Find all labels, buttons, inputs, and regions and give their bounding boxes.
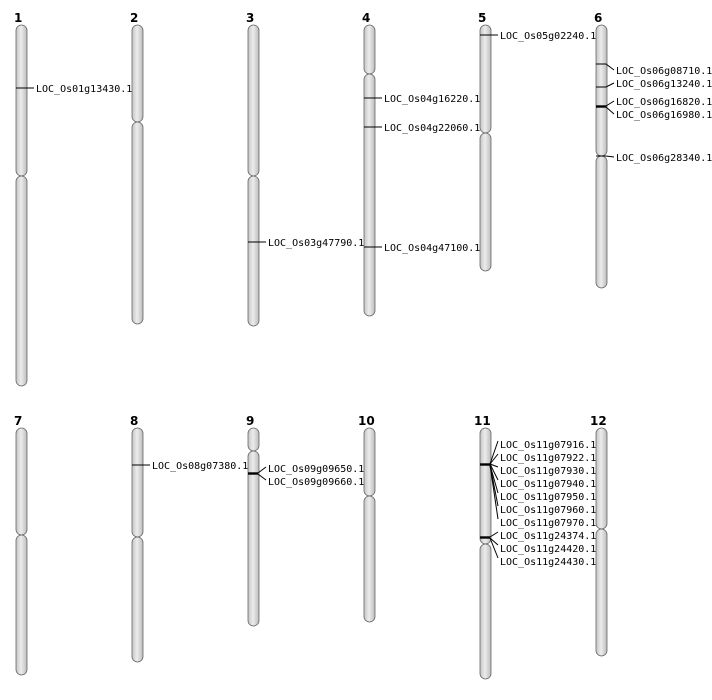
chromosome-arm-short bbox=[595, 427, 608, 530]
gene-label: LOC_Os11g07922.1 bbox=[500, 453, 596, 464]
gene-marker bbox=[257, 473, 267, 481]
chromosome-11: 11 LOC_Os11g07916.1 LOC_Os11g07922.1 LOC… bbox=[474, 414, 596, 680]
gene-label: LOC_Os04g16220.1 bbox=[384, 94, 480, 105]
gene-label: LOC_Os09g09650.1 bbox=[268, 464, 364, 475]
chromosome-8: 8 LOC_Os08g07380.1 bbox=[130, 414, 248, 663]
chromosome-label: 2 bbox=[130, 11, 138, 25]
gene-marker bbox=[489, 463, 499, 481]
chromosome-3: 3 LOC_Os03g47790.1 bbox=[246, 11, 364, 327]
gene-marker bbox=[489, 463, 499, 468]
gene-label: LOC_Os06g28340.1 bbox=[616, 153, 712, 164]
gene-label: LOC_Os08g07380.1 bbox=[152, 461, 248, 472]
chromosome-arm-long bbox=[479, 543, 492, 680]
gene-marker bbox=[489, 453, 499, 465]
chromosome-arm-short bbox=[363, 427, 376, 497]
gene-marker bbox=[596, 82, 615, 88]
chromosome-arm-long bbox=[363, 73, 376, 317]
chromosome-9: 9 LOC_Os09g09650.1 LOC_Os09g09660.1 bbox=[246, 414, 364, 627]
chromosome-arm-short bbox=[247, 427, 260, 452]
gene-label: LOC_Os06g16980.1 bbox=[616, 110, 712, 121]
gene-marker bbox=[489, 537, 499, 546]
gene-marker bbox=[596, 155, 615, 158]
gene-label: LOC_Os11g24430.1 bbox=[500, 557, 596, 568]
gene-label: LOC_Os03g47790.1 bbox=[268, 238, 364, 249]
gene-label: LOC_Os11g24420.1 bbox=[500, 544, 596, 555]
chromosome-label: 11 bbox=[474, 414, 491, 428]
chromosome-label: 10 bbox=[358, 414, 375, 428]
chromosome-label: 4 bbox=[362, 11, 370, 25]
chromosome-label: 6 bbox=[594, 11, 602, 25]
gene-label: LOC_Os06g16820.1 bbox=[616, 97, 712, 108]
chromosome-4: 4 LOC_Os04g16220.1 LOC_Os04g22060.1 LOC_… bbox=[362, 11, 480, 317]
chromosome-arm-short bbox=[131, 427, 144, 538]
gene-marker-group bbox=[257, 466, 267, 481]
gene-marker bbox=[489, 537, 499, 559]
chromosome-arm-short bbox=[247, 24, 260, 177]
chromosome-arm-short bbox=[479, 24, 492, 134]
gene-label: LOC_Os01g13430.1 bbox=[36, 84, 132, 95]
chromosome-arm-long bbox=[247, 450, 260, 627]
gene-marker bbox=[489, 440, 499, 465]
chromosome-arm-long bbox=[131, 536, 144, 663]
chromosome-arm-short bbox=[479, 427, 492, 545]
gene-label: LOC_Os11g07970.1 bbox=[500, 518, 596, 529]
chromosome-5: 5 LOC_Os05g02240.1 bbox=[478, 11, 596, 272]
chromosome-2: 2 bbox=[130, 11, 144, 325]
chromosome-1: 1 LOC_Os01g13430.1 bbox=[14, 11, 132, 387]
chromosome-label: 3 bbox=[246, 11, 254, 25]
chromosome-10: 10 bbox=[358, 414, 376, 623]
gene-label: LOC_Os06g13240.1 bbox=[616, 79, 712, 90]
chromosome-arm-long bbox=[595, 528, 608, 657]
gene-marker bbox=[489, 531, 499, 538]
chromosome-label: 8 bbox=[130, 414, 138, 428]
chromosome-arm-long bbox=[479, 132, 492, 272]
gene-label: LOC_Os11g07930.1 bbox=[500, 466, 596, 477]
chromosome-arm-short bbox=[15, 24, 28, 177]
gene-marker bbox=[257, 466, 267, 474]
chromosome-arm-long bbox=[131, 121, 144, 325]
chromosome-arm-short bbox=[363, 24, 376, 75]
chromosome-label: 7 bbox=[14, 414, 22, 428]
gene-label: LOC_Os11g07916.1 bbox=[500, 440, 596, 451]
chromosome-6: 6 LOC_Os06g08710.1 LOC_Os06g13240.1 LOC_… bbox=[594, 11, 712, 289]
chromosome-arm-long bbox=[595, 155, 608, 289]
gene-label: LOC_Os11g07940.1 bbox=[500, 479, 596, 490]
chromosome-label: 9 bbox=[246, 414, 254, 428]
chromosome-arm-short bbox=[131, 24, 144, 123]
chromosome-arm-long bbox=[247, 175, 260, 327]
chromosome-12: 12 bbox=[590, 414, 608, 657]
chromosome-arm-long bbox=[15, 175, 28, 387]
chromosome-label: 1 bbox=[14, 11, 22, 25]
chromosome-arm-long bbox=[15, 534, 28, 676]
chromosome-label: 5 bbox=[478, 11, 486, 25]
chromosome-label: 12 bbox=[590, 414, 607, 428]
gene-label: LOC_Os04g22060.1 bbox=[384, 123, 480, 134]
chromosome-arm-short bbox=[15, 427, 28, 536]
gene-label: LOC_Os11g24374.1 bbox=[500, 531, 596, 542]
gene-label: LOC_Os11g07960.1 bbox=[500, 505, 596, 516]
gene-label: LOC_Os05g02240.1 bbox=[500, 31, 596, 42]
chromosome-7: 7 bbox=[14, 414, 28, 676]
gene-label: LOC_Os04g47100.1 bbox=[384, 243, 480, 254]
gene-marker-group bbox=[489, 440, 499, 559]
gene-marker bbox=[596, 63, 615, 71]
gene-label: LOC_Os06g08710.1 bbox=[616, 66, 712, 77]
chromosome-arm-short bbox=[595, 24, 608, 157]
gene-label: LOC_Os11g07950.1 bbox=[500, 492, 596, 503]
chromosome-arm-long bbox=[363, 495, 376, 623]
gene-marker bbox=[489, 464, 499, 520]
gene-label: LOC_Os09g09660.1 bbox=[268, 477, 364, 488]
